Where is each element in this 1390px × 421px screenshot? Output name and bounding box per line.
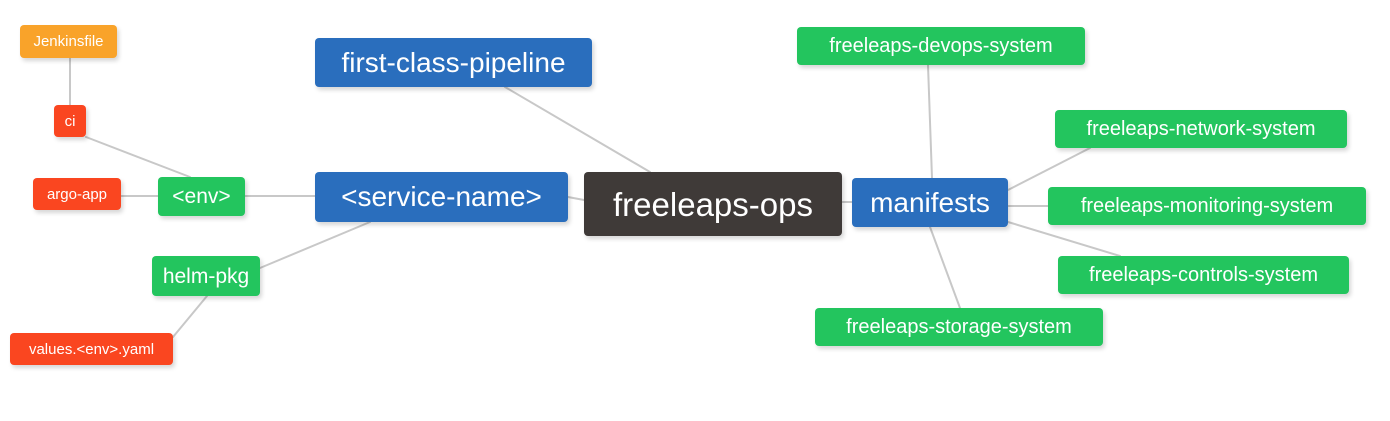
edge-manifests-to-controls-system — [1007, 221, 1121, 257]
edge-manifests-to-network-system — [1007, 147, 1091, 191]
node-first-class-pipeline[interactable]: first-class-pipeline — [315, 38, 592, 87]
node-label-devops-system: freeleaps-devops-system — [829, 35, 1053, 57]
node-label-values-yaml: values.<env>.yaml — [28, 340, 155, 358]
edge-helm-pkg-to-service-name — [259, 221, 371, 269]
node-network-system[interactable]: freeleaps-network-system — [1055, 110, 1347, 148]
node-label-first-class-pipeline: first-class-pipeline — [341, 46, 566, 78]
node-storage-system[interactable]: freeleaps-storage-system — [815, 308, 1103, 346]
edge-service-name-to-freeleaps-ops — [567, 196, 585, 201]
node-label-env: <env> — [172, 185, 231, 208]
edge-manifests-to-devops-system — [927, 64, 933, 179]
node-monitoring-system[interactable]: freeleaps-monitoring-system — [1048, 187, 1366, 225]
edge-values-yaml-to-helm-pkg — [172, 295, 208, 338]
edge-ci-to-env — [85, 136, 191, 178]
node-label-monitoring-system: freeleaps-monitoring-system — [1080, 195, 1334, 217]
node-label-jenkinsfile: Jenkinsfile — [33, 33, 104, 50]
node-label-service-name: <service-name> — [341, 181, 542, 212]
node-label-storage-system: freeleaps-storage-system — [846, 316, 1072, 338]
node-freeleaps-ops[interactable]: freeleaps-ops — [584, 172, 842, 236]
node-label-network-system: freeleaps-network-system — [1086, 118, 1316, 140]
node-label-manifests: manifests — [870, 186, 990, 218]
node-label-helm-pkg: helm-pkg — [162, 264, 250, 288]
node-label-ci: ci — [64, 112, 76, 130]
node-label-argo-app: argo-app — [46, 185, 108, 203]
node-argo-app[interactable]: argo-app — [33, 178, 121, 210]
node-manifests[interactable]: manifests — [852, 178, 1008, 227]
node-label-controls-system: freeleaps-controls-system — [1089, 264, 1318, 286]
node-helm-pkg[interactable]: helm-pkg — [152, 256, 260, 296]
node-service-name[interactable]: <service-name> — [315, 172, 568, 222]
node-label-freeleaps-ops: freeleaps-ops — [613, 185, 813, 223]
node-controls-system[interactable]: freeleaps-controls-system — [1058, 256, 1349, 294]
edge-first-class-pipeline-to-freeleaps-ops — [504, 86, 651, 173]
edge-manifests-to-storage-system — [929, 226, 961, 309]
node-env[interactable]: <env> — [158, 177, 245, 216]
node-values-yaml[interactable]: values.<env>.yaml — [10, 333, 173, 365]
node-jenkinsfile[interactable]: Jenkinsfile — [20, 25, 117, 58]
node-devops-system[interactable]: freeleaps-devops-system — [797, 27, 1085, 65]
node-ci[interactable]: ci — [54, 105, 86, 137]
